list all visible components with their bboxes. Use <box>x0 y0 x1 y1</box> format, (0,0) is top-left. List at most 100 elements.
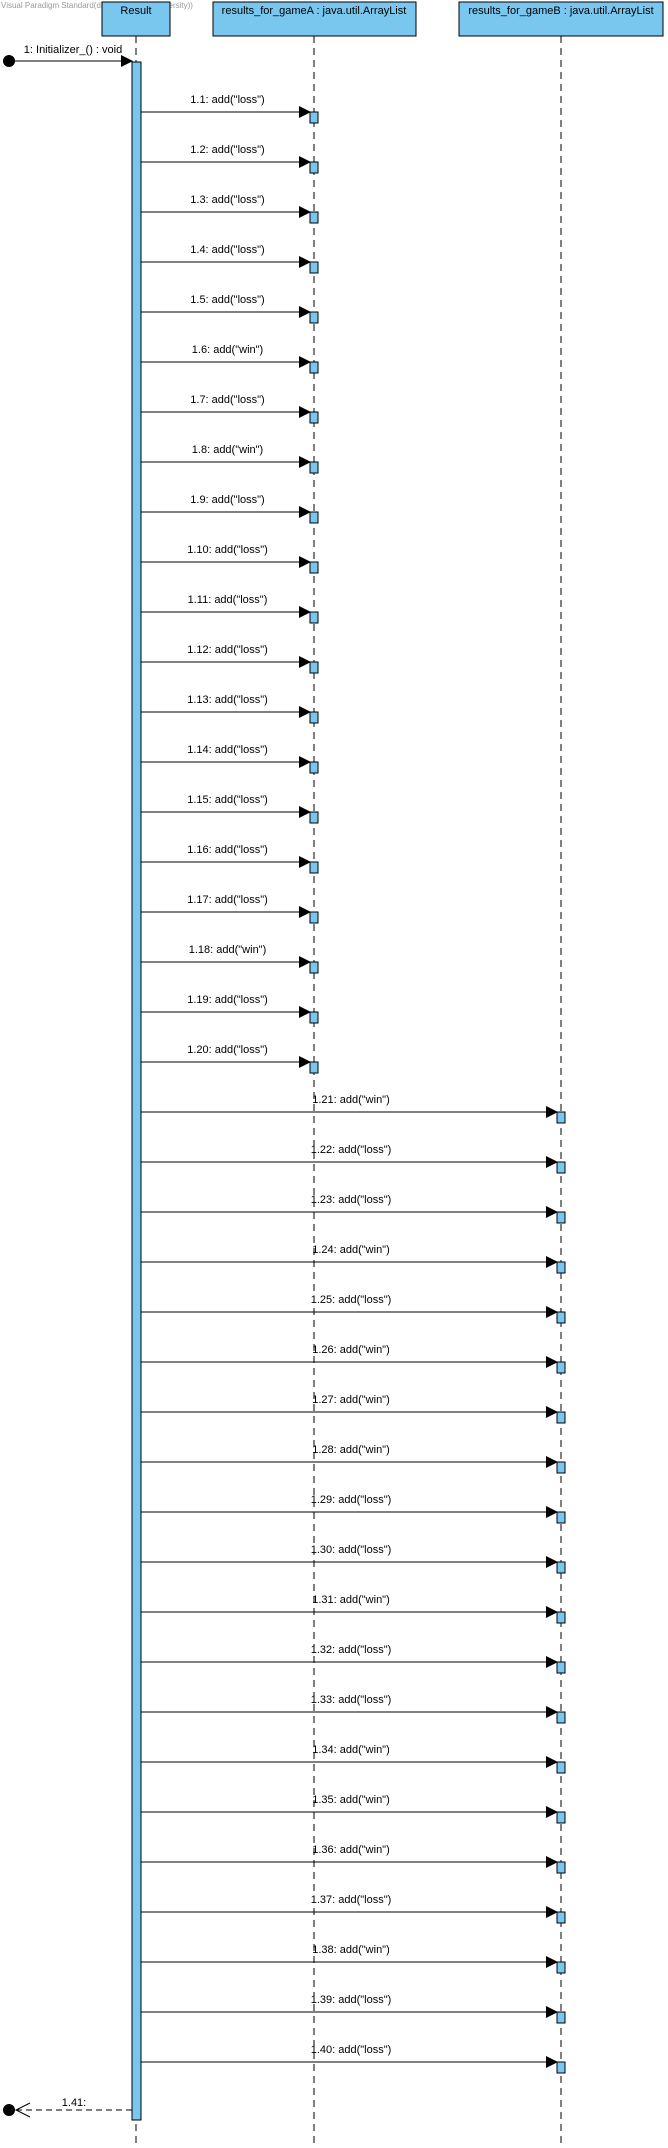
message-15[interactable]: 1.15: add("loss") <box>141 794 319 824</box>
return-message-arrowhead <box>14 2102 31 2118</box>
message-label: 1.9: add("loss") <box>190 494 264 506</box>
message-label: 1.1: add("loss") <box>190 94 264 106</box>
message-1[interactable]: 1.1: add("loss") <box>141 94 319 124</box>
message-35[interactable]: 1.35: add("win") <box>141 1794 566 1824</box>
message-activation-box <box>309 811 319 824</box>
activation-bar-result <box>131 61 142 2121</box>
message-26[interactable]: 1.26: add("win") <box>141 1344 566 1374</box>
message-label: 1.27: add("win") <box>312 1394 390 1406</box>
message-label: 1.19: add("loss") <box>187 994 268 1006</box>
message-27[interactable]: 1.27: add("win") <box>141 1394 566 1424</box>
message-17[interactable]: 1.17: add("loss") <box>141 894 319 924</box>
message-label: 1.2: add("loss") <box>190 144 264 156</box>
message-33[interactable]: 1.33: add("loss") <box>141 1694 566 1724</box>
message-activation-box <box>309 361 319 374</box>
message-activation-box <box>556 2061 566 2074</box>
message-activation-box <box>309 161 319 174</box>
message-label: 1.10: add("loss") <box>187 544 268 556</box>
message-14[interactable]: 1.14: add("loss") <box>141 744 319 774</box>
message-2[interactable]: 1.2: add("loss") <box>141 144 319 174</box>
message-25[interactable]: 1.25: add("loss") <box>141 1294 566 1324</box>
message-label: 1.26: add("win") <box>312 1344 390 1356</box>
message-34[interactable]: 1.34: add("win") <box>141 1744 566 1774</box>
message-32[interactable]: 1.32: add("loss") <box>141 1644 566 1674</box>
message-activation-box <box>309 961 319 974</box>
message-label: 1.28: add("win") <box>312 1444 390 1456</box>
lifeline-result-name: Result <box>120 5 151 17</box>
message-label: 1.24: add("win") <box>312 1244 390 1256</box>
message-label: 1.30: add("loss") <box>311 1544 392 1556</box>
message-activation-box <box>556 1161 566 1174</box>
message-23[interactable]: 1.23: add("loss") <box>141 1194 566 1224</box>
message-31[interactable]: 1.31: add("win") <box>141 1594 566 1624</box>
message-activation-box <box>556 1561 566 1574</box>
message-5[interactable]: 1.5: add("loss") <box>141 294 319 324</box>
message-19[interactable]: 1.19: add("loss") <box>141 994 319 1024</box>
message-activation-box <box>309 761 319 774</box>
message-activation-box <box>309 411 319 424</box>
lifeline-gameB-header[interactable]: results_for_gameB : java.util.ArrayList <box>458 1 664 37</box>
message-label: 1.15: add("loss") <box>187 794 268 806</box>
message-label: 1.6: add("win") <box>192 344 263 356</box>
message-28[interactable]: 1.28: add("win") <box>141 1444 566 1474</box>
message-12[interactable]: 1.12: add("loss") <box>141 644 319 674</box>
message-label: 1.38: add("win") <box>312 1944 390 1956</box>
lifeline-result-header[interactable]: Result <box>101 1 171 37</box>
message-11[interactable]: 1.11: add("loss") <box>141 594 319 624</box>
lifeline-gameB-name: results_for_gameB : java.util.ArrayList <box>468 5 653 17</box>
found-message[interactable]: 1: Initializer_() : void <box>3 44 133 67</box>
message-label: 1.11: add("loss") <box>188 594 268 606</box>
message-4[interactable]: 1.4: add("loss") <box>141 244 319 274</box>
message-20[interactable]: 1.20: add("loss") <box>141 1044 319 1074</box>
message-activation-box <box>556 1811 566 1824</box>
message-activation-box <box>556 1361 566 1374</box>
message-label: 1.36: add("win") <box>312 1844 390 1856</box>
message-label: 1.33: add("loss") <box>311 1694 392 1706</box>
message-39[interactable]: 1.39: add("loss") <box>141 1994 566 2024</box>
message-7[interactable]: 1.7: add("loss") <box>141 394 319 424</box>
message-22[interactable]: 1.22: add("loss") <box>141 1144 566 1174</box>
message-label: 1.32: add("loss") <box>311 1644 392 1656</box>
message-label: 1.39: add("loss") <box>311 1994 392 2006</box>
return-message[interactable]: 1.41: <box>3 2097 132 2118</box>
message-16[interactable]: 1.16: add("loss") <box>141 844 319 874</box>
message-activation-box <box>556 1211 566 1224</box>
message-label: 1.35: add("win") <box>312 1794 390 1806</box>
return-message-end-dot <box>3 2104 15 2116</box>
message-10[interactable]: 1.10: add("loss") <box>141 544 319 574</box>
message-6[interactable]: 1.6: add("win") <box>141 344 319 374</box>
message-37[interactable]: 1.37: add("loss") <box>141 1894 566 1924</box>
message-activation-box <box>556 1461 566 1474</box>
message-36[interactable]: 1.36: add("win") <box>141 1844 566 1874</box>
lifeline-gameA-header[interactable]: results_for_gameA : java.util.ArrayList <box>212 1 417 37</box>
message-label: 1.40: add("loss") <box>311 2044 392 2056</box>
return-message-label: 1.41: <box>62 2097 86 2109</box>
message-label: 1.21: add("win") <box>312 1094 390 1106</box>
message-activation-box <box>556 2011 566 2024</box>
message-activation-box <box>309 661 319 674</box>
message-label: 1.29: add("loss") <box>311 1494 392 1506</box>
message-3[interactable]: 1.3: add("loss") <box>141 194 319 224</box>
message-18[interactable]: 1.18: add("win") <box>141 944 319 974</box>
message-24[interactable]: 1.24: add("win") <box>141 1244 566 1274</box>
message-activation-box <box>556 1311 566 1324</box>
message-activation-box <box>309 911 319 924</box>
message-activation-box <box>309 511 319 524</box>
message-8[interactable]: 1.8: add("win") <box>141 444 319 474</box>
message-label: 1.37: add("loss") <box>311 1894 392 1906</box>
found-message-label: 1: Initializer_() : void <box>24 44 122 56</box>
message-label: 1.3: add("loss") <box>190 194 264 206</box>
message-label: 1.7: add("loss") <box>190 394 264 406</box>
message-13[interactable]: 1.13: add("loss") <box>141 694 319 724</box>
message-29[interactable]: 1.29: add("loss") <box>141 1494 566 1524</box>
message-21[interactable]: 1.21: add("win") <box>141 1094 566 1124</box>
message-label: 1.17: add("loss") <box>187 894 268 906</box>
lifeline-gameA-name: results_for_gameA : java.util.ArrayList <box>222 5 407 17</box>
message-40[interactable]: 1.40: add("loss") <box>141 2044 566 2074</box>
message-activation-box <box>556 1261 566 1274</box>
message-activation-box <box>556 1861 566 1874</box>
message-9[interactable]: 1.9: add("loss") <box>141 494 319 524</box>
message-38[interactable]: 1.38: add("win") <box>141 1944 566 1974</box>
message-30[interactable]: 1.30: add("loss") <box>141 1544 566 1574</box>
